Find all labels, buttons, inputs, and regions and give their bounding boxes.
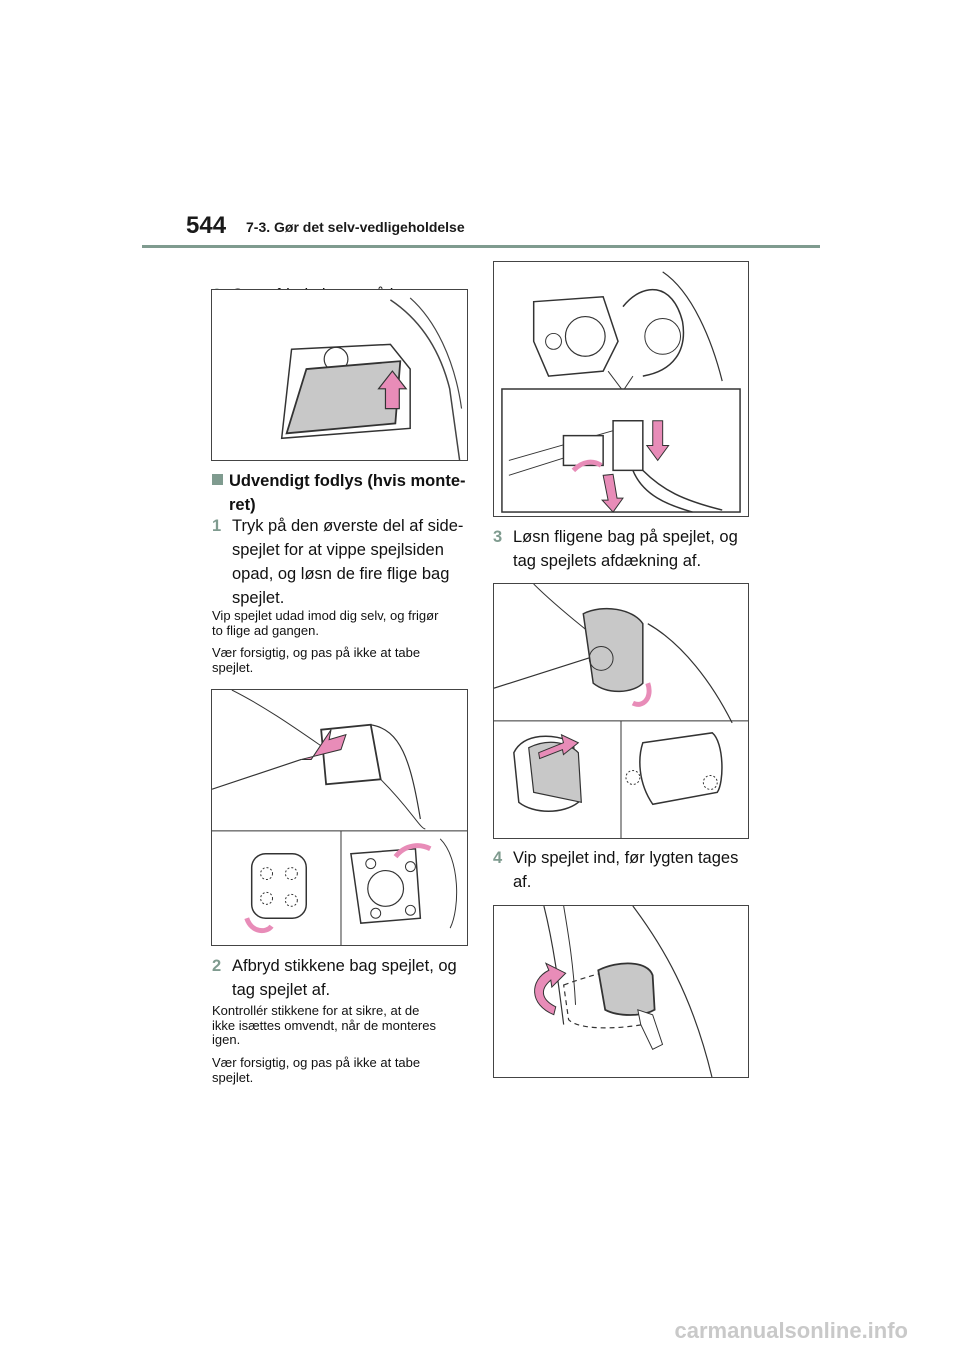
note-line: spejlet. xyxy=(212,659,254,675)
section-title: 7-3. Gør det selv-vedligeholdelse xyxy=(246,219,465,235)
fold-mirror-illustration xyxy=(534,906,713,1077)
note-line: igen. xyxy=(212,1032,241,1047)
note-4: Vær forsigtig, og pas på ikke at tabe sp… xyxy=(212,1055,421,1085)
note-1: Vip spejlet udad imod dig selv, og frigø… xyxy=(212,608,439,638)
connectors-illustration xyxy=(501,271,741,513)
step-text-line: af. xyxy=(513,873,532,891)
step-text-line: opad, og løsn de fire flige bag xyxy=(232,565,450,583)
note-line: Kontrollér stikkene for at sikre, at de xyxy=(212,1003,420,1018)
step-number: 4 xyxy=(493,849,503,867)
note-3: Kontrollér stikkene for at sikre, at de … xyxy=(212,1003,436,1048)
section-heading: Udvendigt fodlys (hvis monte- ret) xyxy=(212,469,468,517)
step-3: 3 Løsn fligene bag på spejlet, og tag sp… xyxy=(493,525,763,573)
step-text-line: Vip spejlet ind, før lygten tages xyxy=(513,849,739,867)
heading-line-1: Udvendigt fodlys (hvis monte- xyxy=(229,472,466,490)
heading-square-icon xyxy=(212,474,223,485)
step-text-line: Afbryd stikkene bag spejlet, og xyxy=(232,957,457,975)
figure-cover-removal xyxy=(493,583,749,839)
heading-line-2: ret) xyxy=(229,496,256,514)
watermark: carmanualsonline.info xyxy=(674,1318,909,1343)
note-line: to flige ad gangen. xyxy=(212,622,319,638)
figure-mirror-press xyxy=(211,689,468,946)
note-line: Vær forsigtig, og pas på ikke at tabe xyxy=(212,645,421,660)
step-text-line: spejlet. xyxy=(232,589,285,607)
step-number: 1 xyxy=(212,517,222,535)
note-2: Vær forsigtig, og pas på ikke at tabe sp… xyxy=(212,645,421,675)
cover-install-illustration xyxy=(280,297,463,460)
page-number: 544 xyxy=(186,212,227,239)
header-rule xyxy=(142,245,820,248)
note-line: Vip spejlet udad imod dig selv, og frigø… xyxy=(212,608,439,623)
figure-fold-mirror xyxy=(493,905,749,1078)
step-text-line: tag spejlets afdækning af. xyxy=(513,552,702,570)
cover-removal-illustration xyxy=(494,584,748,838)
step-2: 2 Afbryd stikkene bag spejlet, og tag sp… xyxy=(212,954,482,1002)
figure-cover-install xyxy=(211,289,468,461)
note-line: ikke isættes omvendt, når de monteres xyxy=(212,1017,436,1033)
step-text-line: Løsn fligene bag på spejlet, og xyxy=(513,528,738,546)
figure-connectors xyxy=(493,261,749,517)
note-line: Vær forsigtig, og pas på ikke at tabe xyxy=(212,1055,421,1070)
note-line: spejlet. xyxy=(212,1069,254,1085)
step-number: 3 xyxy=(493,528,503,546)
mirror-press-illustration xyxy=(212,690,467,945)
step-text-line: spejlet for at vippe spejlsiden xyxy=(232,541,444,559)
step-1: 1 Tryk på den øverste del af side- spejl… xyxy=(212,514,482,610)
step-text-line: Tryk på den øverste del af side- xyxy=(232,517,464,535)
step-number: 2 xyxy=(212,957,222,975)
step-4: 4 Vip spejlet ind, før lygten tages af. xyxy=(493,846,763,894)
step-text-line: tag spejlet af. xyxy=(232,981,331,999)
